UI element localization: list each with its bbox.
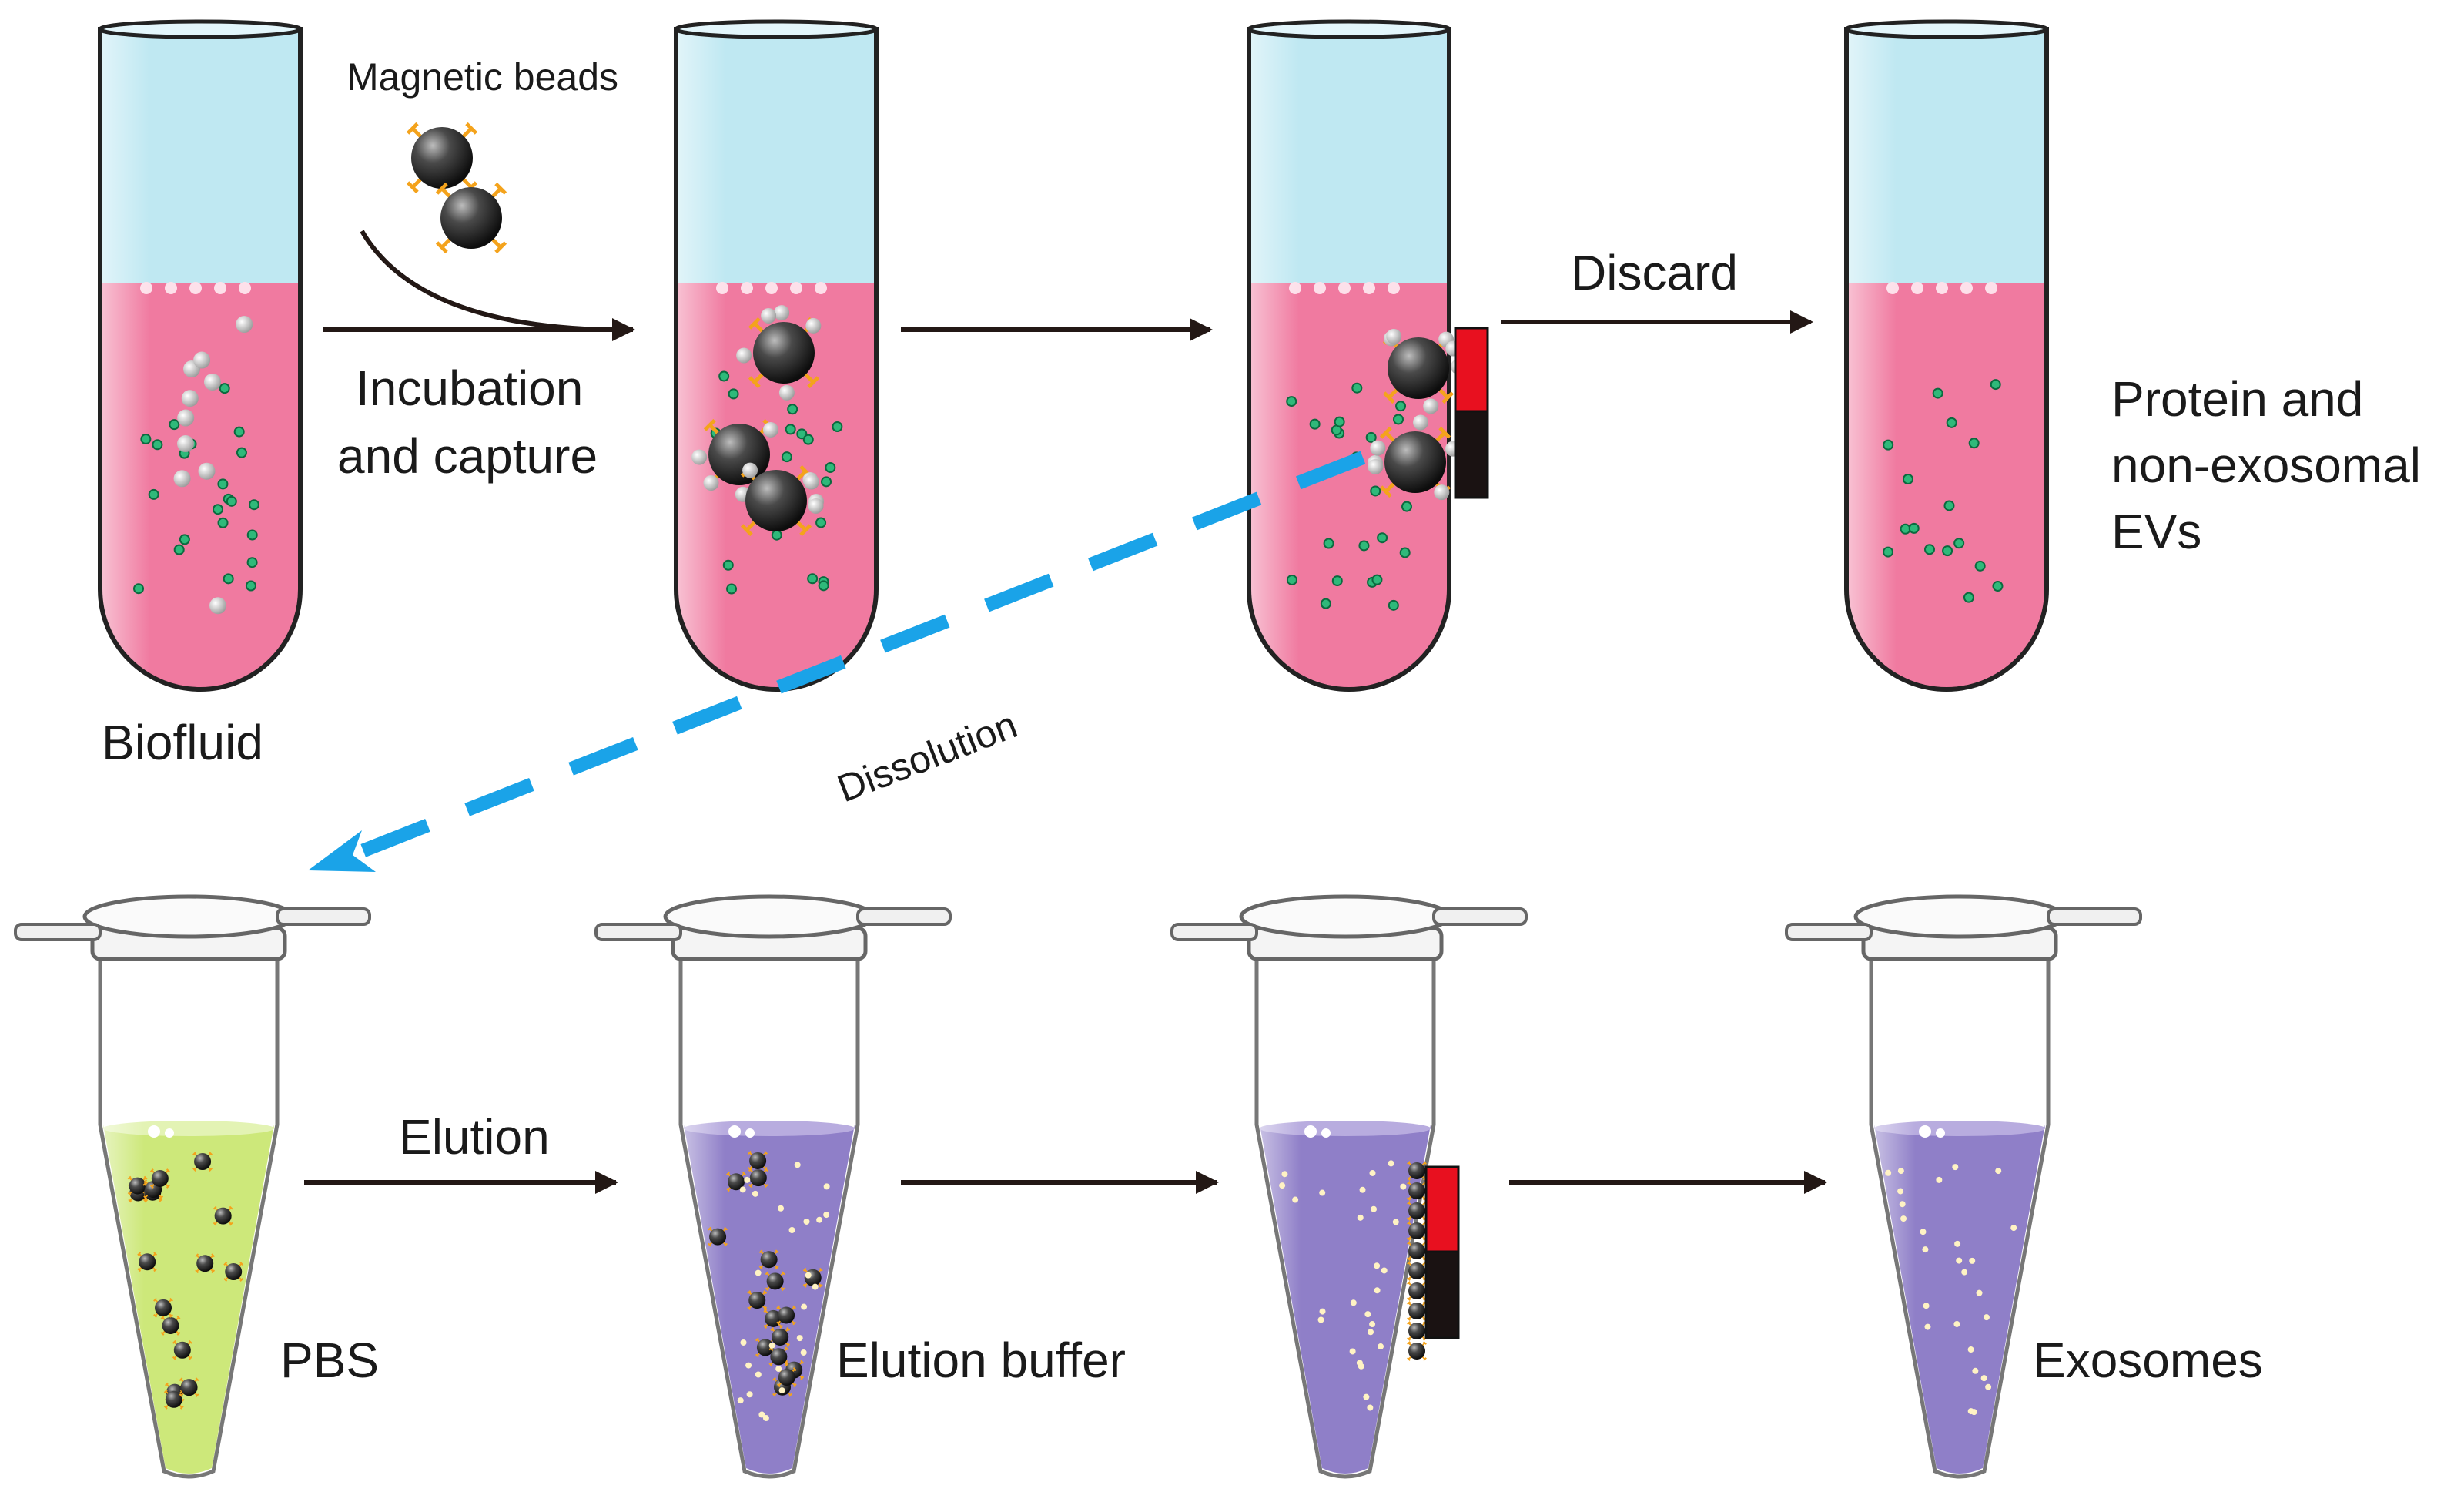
magnetic-bead — [163, 1389, 184, 1410]
magnetic-bead — [758, 1249, 779, 1270]
magnetic-bead — [1407, 1241, 1427, 1261]
pbs-label: PBS — [280, 1333, 380, 1388]
magnetic-bead — [127, 1175, 148, 1196]
test-tube — [1247, 19, 1489, 692]
protein-label-line2: non-exosomal — [2111, 438, 2421, 493]
magnetic-bead — [748, 1168, 768, 1188]
magnetic-bead — [406, 122, 478, 194]
magnetic-bead — [1407, 1301, 1427, 1321]
magnetic-bead — [213, 1205, 233, 1226]
magnetic-bead — [1407, 1161, 1427, 1181]
tube-lid — [663, 894, 875, 939]
microcentrifuge-tube — [594, 894, 952, 1479]
magnetic-bead — [1407, 1221, 1427, 1241]
magnetic-bead — [776, 1305, 797, 1326]
magnetic-bead — [160, 1316, 181, 1336]
magnetic-bead — [1407, 1201, 1427, 1221]
magnetic-bead — [765, 1271, 785, 1292]
microcentrifuge-tube — [14, 894, 371, 1479]
magnetic-bead — [708, 1226, 728, 1247]
magnetic-bead — [195, 1253, 216, 1274]
magnet-black-pole — [1424, 1250, 1460, 1339]
incubation-label-line2: and capture — [337, 428, 598, 484]
tube-tab-left — [594, 923, 682, 941]
magnet-red-pole — [1424, 1165, 1460, 1253]
magnetic-bead — [1379, 426, 1451, 498]
tube-tab-right — [1432, 907, 1528, 926]
magnetic-bead — [179, 1377, 199, 1398]
tube-tab-right — [276, 907, 371, 926]
tube-lid — [82, 894, 295, 939]
tube-tab-left — [1170, 923, 1258, 941]
microcentrifuge-tube — [1785, 894, 2142, 1479]
incubation-label-line1: Incubation — [356, 360, 584, 416]
magnetic-bead — [149, 1168, 170, 1189]
tube-lid — [1239, 894, 1451, 939]
magnetic-bead — [137, 1252, 158, 1272]
magnet-black-pole — [1454, 410, 1489, 499]
magnetic-bead — [153, 1297, 173, 1318]
microcentrifuge-tubes-row — [14, 894, 2142, 1479]
magnetic-bead — [1407, 1181, 1427, 1201]
magnetic-beads-icon — [406, 122, 507, 254]
test-tubes-row — [98, 19, 2049, 692]
test-tube — [98, 19, 303, 692]
particles — [1883, 379, 2004, 603]
magnetic-beads-label: Magnetic beads — [346, 55, 619, 99]
elution-buffer-label: Elution buffer — [836, 1333, 1126, 1388]
protein-label-line1: Protein and — [2111, 371, 2364, 427]
magnetic-bead — [435, 182, 507, 254]
magnetic-bead — [748, 1151, 768, 1171]
tube-tab-right — [2047, 907, 2142, 926]
magnetic-bead — [192, 1152, 213, 1172]
tube-tab-left — [1785, 923, 1873, 941]
particles — [133, 316, 259, 615]
magnetic-bead — [802, 1267, 823, 1288]
microcentrifuge-tube — [1170, 894, 1528, 1479]
magnetic-bead — [1407, 1341, 1427, 1361]
magnetic-bead — [1407, 1281, 1427, 1301]
magnetic-bead — [223, 1262, 244, 1282]
magnetic-bead — [747, 1290, 768, 1311]
dissolution-arrow — [308, 451, 1366, 872]
discard-label: Discard — [1571, 245, 1738, 300]
protein-label-line3: EVs — [2111, 504, 2202, 559]
magnetic-bead — [768, 1346, 789, 1367]
exosomes-label: Exosomes — [2033, 1333, 2263, 1388]
magnetic-bead — [172, 1339, 192, 1360]
tube-lid — [1853, 894, 2066, 939]
particles — [1286, 382, 1412, 611]
tube-tab-left — [14, 923, 102, 941]
test-tube — [1844, 19, 2049, 692]
magnetic-bead — [1407, 1321, 1427, 1341]
biofluid-label: Biofluid — [102, 715, 263, 770]
test-tube — [674, 19, 879, 692]
elution-label: Elution — [399, 1109, 550, 1165]
magnetic-bead — [1407, 1261, 1427, 1281]
magnet-red-pole — [1454, 327, 1489, 413]
beads-curve-line — [360, 230, 601, 332]
tube-tab-right — [856, 907, 952, 926]
